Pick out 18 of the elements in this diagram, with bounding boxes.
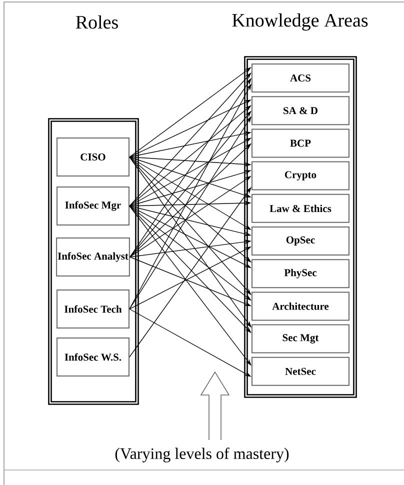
label-box: SA & D [252,96,350,126]
note-text: (Varying levels of mastery) [115,448,289,462]
label-box: Law & Ethics [252,194,350,223]
label-box: PhySec [252,259,350,288]
label-box: Sec Mgt [252,324,350,354]
label-box: ACS [252,64,350,92]
label-box: Crypto [252,161,350,190]
label-box: NetSec [252,356,350,386]
label-box: OpSec [252,226,350,256]
label-box: CISO [56,138,130,176]
label-box: BCP [252,128,350,158]
label-box: Architecture [252,292,350,321]
label-box: InfoSec Tech [56,290,130,328]
node-label: Knowledge Areas [232,13,368,31]
label-box: InfoSec Mgr [56,186,130,226]
label-box: InfoSec W.S. [56,338,130,376]
node-label: Roles [76,15,118,29]
label-box: InfoSec Analyst [56,238,130,276]
